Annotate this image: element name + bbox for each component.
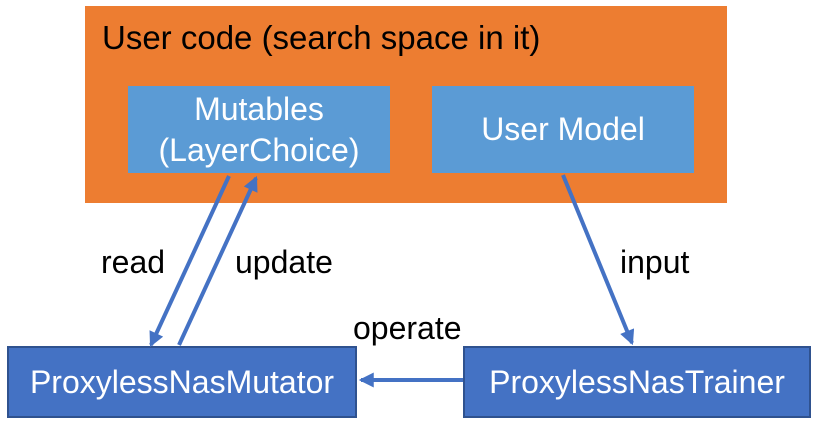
mutables-box-label-line2: (LayerChoice) — [158, 131, 360, 168]
read-arrow-label: read — [101, 244, 166, 280]
mutables-box-label-line1: Mutables — [194, 90, 324, 127]
mutables-box: Mutables (LayerChoice) — [128, 86, 390, 173]
input-arrow-label: input — [620, 244, 690, 280]
user-code-title: User code (search space in it) — [102, 19, 541, 56]
user-model-box-label: User Model — [481, 111, 645, 148]
operate-arrow-label: operate — [353, 310, 462, 346]
proxylessnas-mutator-label: ProxylessNasMutator — [29, 363, 335, 400]
proxylessnas-trainer-label: ProxylessNasTrainer — [489, 363, 785, 400]
user-code-container: User code (search space in it) Mutables … — [85, 6, 727, 203]
user-model-box: User Model — [432, 86, 694, 173]
proxylessnas-mutator-box: ProxylessNasMutator — [7, 346, 357, 418]
proxylessnas-trainer-box: ProxylessNasTrainer — [463, 346, 811, 418]
update-arrow-label: update — [235, 244, 333, 280]
